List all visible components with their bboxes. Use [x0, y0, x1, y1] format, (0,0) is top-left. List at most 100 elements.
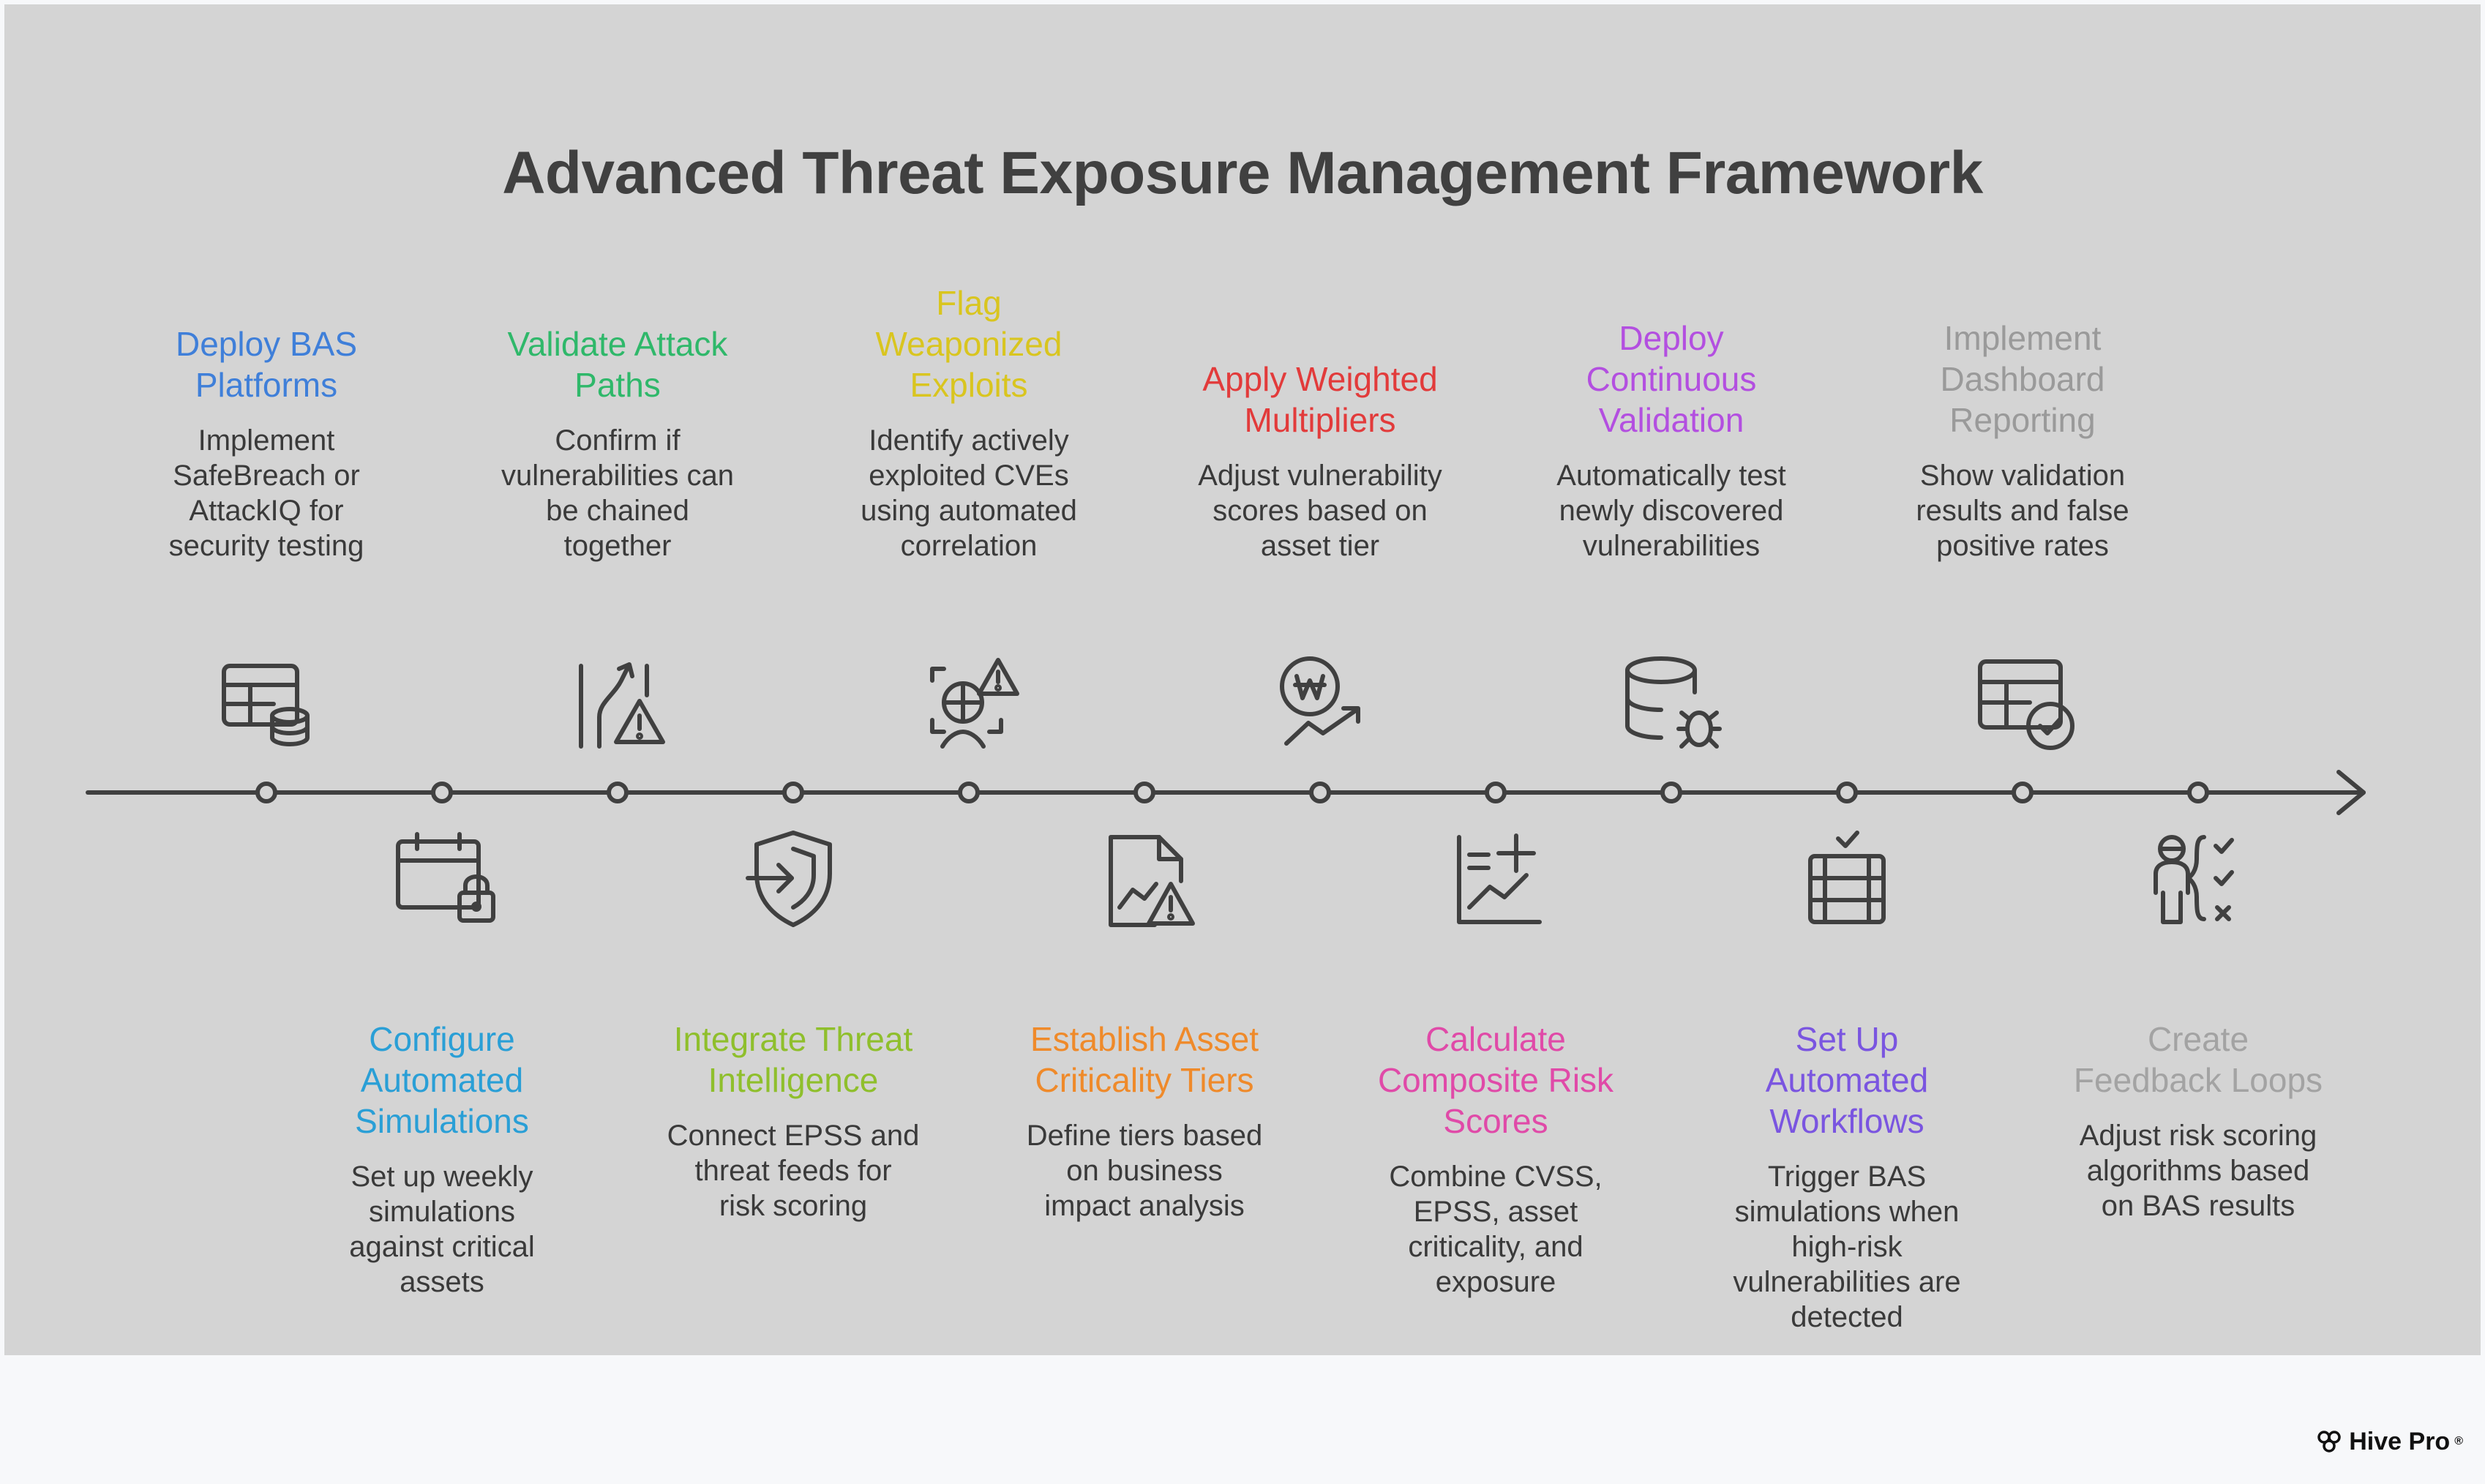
step-title-line: Set Up — [1795, 1020, 1899, 1058]
step-description-line: exposure — [1435, 1266, 1556, 1298]
step-title-line: Validate Attack — [507, 325, 728, 363]
step-title-line: Scores — [1443, 1102, 1548, 1140]
step-title-line: Continuous — [1586, 360, 1757, 398]
step-description-line: on business — [1066, 1155, 1223, 1187]
step-description-line: positive rates — [1936, 530, 2109, 562]
step-description-line: simulations — [368, 1196, 516, 1228]
step-description-line: SafeBreach or — [173, 460, 360, 492]
step-description-line: Confirm if — [555, 424, 681, 457]
step-description-line: Adjust vulnerability — [1198, 460, 1442, 492]
brand-logo: Hive Pro® — [2315, 1427, 2463, 1456]
step-description-line: Combine CVSS, — [1389, 1161, 1603, 1193]
step-description-line: Define tiers based — [1026, 1120, 1263, 1152]
step-description-line: risk scoring — [719, 1190, 868, 1222]
step-description-line: Set up weekly — [351, 1161, 533, 1193]
timeline-dot — [1309, 782, 1331, 803]
step-description-line: together — [563, 530, 672, 562]
timeline-dot — [1133, 782, 1155, 803]
step-title-line: Apply Weighted — [1202, 360, 1438, 398]
step-description-line: high-risk — [1791, 1231, 1903, 1263]
step-description-line: Identify actively — [869, 424, 1069, 457]
currency-growth-icon — [1262, 644, 1379, 761]
report-warning-icon — [1086, 820, 1203, 937]
step-title-line: Weaponized — [875, 325, 1062, 363]
step-description-line: correlation — [900, 530, 1038, 562]
server-check-icon — [1788, 820, 1905, 937]
timeline-dot — [255, 782, 277, 803]
step-title-line: Automated — [360, 1061, 524, 1099]
step-title-line: Automated — [1765, 1061, 1929, 1099]
registered-mark: ® — [2454, 1435, 2463, 1447]
step-description-line: vulnerabilities — [1582, 530, 1761, 562]
step-description-line: Automatically test — [1556, 460, 1786, 492]
database-bug-icon — [1613, 644, 1730, 761]
step-description-line: impact analysis — [1044, 1190, 1245, 1222]
step-description-line: Connect EPSS and — [667, 1120, 920, 1152]
timeline-dot — [1485, 782, 1507, 803]
person-checklist-icon — [2140, 820, 2257, 937]
step-description-line: against critical — [349, 1231, 535, 1263]
step-title-line: Platforms — [195, 366, 338, 404]
step-description-line: security testing — [168, 530, 364, 562]
step-title-line: Flag — [936, 284, 1002, 322]
timeline-dot — [2012, 782, 2034, 803]
step-description-line: results and false — [1916, 495, 2129, 527]
step-title-line: Configure — [369, 1020, 515, 1058]
step-title-line: Simulations — [355, 1102, 529, 1140]
step-description-line: Implement — [198, 424, 335, 457]
step-description-line: exploited CVEs — [869, 460, 1069, 492]
step-description-line: Show validation — [1919, 460, 2126, 492]
table-database-icon — [208, 644, 325, 761]
step-description-line: EPSS, asset — [1413, 1196, 1578, 1228]
step-title-line: Feedback Loops — [2073, 1061, 2323, 1099]
step-title-line: Deploy BAS — [175, 325, 357, 363]
step-description-line: criticality, and — [1408, 1231, 1583, 1263]
step-description-line: AttackIQ for — [189, 495, 344, 527]
timeline-arrowhead — [2336, 770, 2366, 815]
step-title-line: Implement — [1944, 319, 2102, 357]
step-description-line: vulnerabilities can — [501, 460, 734, 492]
step-title-line: Multipliers — [1244, 401, 1396, 439]
calendar-lock-icon — [383, 820, 501, 937]
diagram-title: Advanced Threat Exposure Management Fram… — [502, 140, 1983, 206]
timeline-dot — [958, 782, 980, 803]
table-check-icon — [1964, 644, 2081, 761]
chart-plus-icon — [1437, 820, 1554, 937]
step-title-line: Deploy — [1619, 319, 1724, 357]
step-title-line: Paths — [574, 366, 661, 404]
timeline-dot — [782, 782, 804, 803]
step-description-line: newly discovered — [1559, 495, 1784, 527]
step-title-line: Establish Asset — [1030, 1020, 1259, 1058]
diagram-panel — [4, 4, 2481, 1355]
step-description-line: simulations when — [1734, 1196, 1960, 1228]
hive-logo-icon — [2317, 1431, 2341, 1453]
shield-login-icon — [735, 820, 852, 937]
target-alert-icon — [910, 644, 1027, 761]
step-description-line: assets — [400, 1266, 484, 1298]
timeline-dot — [431, 782, 453, 803]
logo-text: Hive Pro — [2349, 1427, 2451, 1455]
timeline-dot — [1836, 782, 1858, 803]
step-title-line: Intelligence — [708, 1061, 879, 1099]
